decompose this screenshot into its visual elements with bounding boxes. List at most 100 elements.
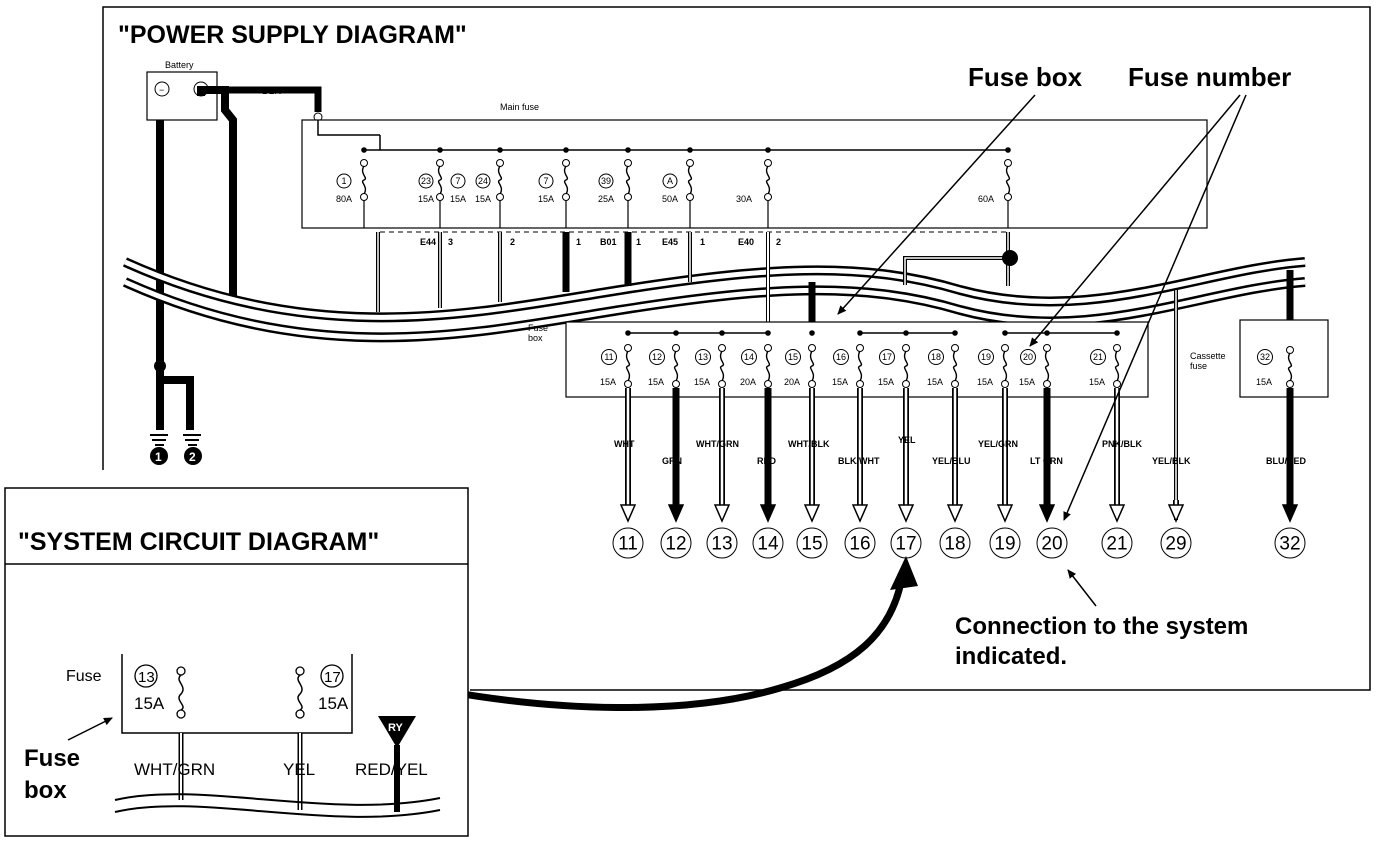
main-fuse-number-ring <box>475 173 491 189</box>
terminal-29: 29 <box>1165 534 1186 555</box>
main-fuse-amp: 15A <box>538 194 554 204</box>
box-fuse-number: 13 <box>698 352 708 362</box>
wire-12-arrowhead <box>667 504 685 523</box>
battery-positive-cable <box>197 86 237 298</box>
main-fuse-number: 1 <box>341 176 346 186</box>
box-fuse-glyph-bottom <box>1113 380 1121 388</box>
box-fuse-glyph-bottom <box>672 380 680 388</box>
inset-ry-label: RY <box>388 722 404 734</box>
box-bus-node <box>1114 330 1120 336</box>
main-fuse-glyph-bottom <box>562 193 570 201</box>
box-fuse-glyph-bottom <box>902 380 910 388</box>
box-bus-node <box>903 330 909 336</box>
wire-label: YEL/BLK <box>1152 456 1191 466</box>
link-arrow-head-b <box>890 556 918 590</box>
battery-wire-label: BLK <box>262 86 281 97</box>
wire-label: GRN <box>662 456 682 466</box>
callout-fuse-number-leader-1 <box>1029 94 1241 347</box>
battery-negative-cable <box>156 120 194 430</box>
wire-label: BLK/WHT <box>838 456 880 466</box>
terminal-16: 16 <box>849 534 870 555</box>
connector-name: B01 <box>600 237 617 247</box>
main-bus-node <box>497 147 503 153</box>
main-fuse-amp: 60A <box>978 194 994 204</box>
box-fuse-glyph-element <box>625 350 631 382</box>
callout-fuse-number-leader-2 <box>1063 94 1247 521</box>
main-fuse-glyph-element <box>687 165 693 195</box>
cassette-fuse: 32 15A <box>1256 346 1294 388</box>
box-fuse-amp: 20A <box>784 377 800 387</box>
terminal-13-ring <box>706 527 738 559</box>
connector-name: E40 <box>738 237 754 247</box>
cassette-fuse-amp: 15A <box>1256 377 1272 387</box>
connector-name: E44 <box>420 237 436 247</box>
inset-fuse-b-amp: 15A <box>318 694 349 713</box>
cassette-fuse-glyph-element <box>1287 352 1293 382</box>
main-fuse-amp: 50A <box>662 194 678 204</box>
box-bus-node <box>1044 330 1050 336</box>
box-fuse-amp: 15A <box>694 377 710 387</box>
box-fuse-amp: 15A <box>977 377 993 387</box>
terminal-18-ring <box>939 527 971 559</box>
box-fuse-glyph-bottom <box>764 380 772 388</box>
terminal-14: 14 <box>757 534 779 555</box>
box-bus-node <box>809 330 815 336</box>
box-fuse-number-ring <box>695 349 711 365</box>
system-circuit-title: "SYSTEM CIRCUIT DIAGRAM" <box>18 528 379 556</box>
main-fuse-number-ring <box>538 173 554 189</box>
terminal-14-ring <box>752 527 784 559</box>
main-fuse-glyph-top <box>764 159 772 167</box>
box-fuse-glyph-element <box>952 350 958 382</box>
main-bus-node <box>361 147 367 153</box>
terminal-20: 20 <box>1041 534 1062 555</box>
main-fuse-glyph-top <box>624 159 632 167</box>
box-fuse-glyph-top <box>764 344 772 352</box>
box-fuse-amp: 15A <box>1089 377 1105 387</box>
box-fuse-number-ring <box>741 349 757 365</box>
connection-leader <box>1067 569 1097 607</box>
box-bus-node <box>952 330 958 336</box>
main-fuse-number: 7 <box>543 176 548 186</box>
main-fuse-number: 7 <box>455 176 460 186</box>
callout-fuse-number: Fuse number <box>1128 62 1291 92</box>
box-fuse-number: 21 <box>1093 352 1103 362</box>
ground-1: 1 <box>150 434 168 465</box>
main-fuse-glyph-top <box>686 159 694 167</box>
callout-fuse-box-leader <box>837 94 1036 315</box>
box-bus-node <box>673 330 679 336</box>
box-fuse-number-ring <box>879 349 895 365</box>
box-fuse-amp: 15A <box>832 377 848 387</box>
main-fuse-glyph-bottom <box>496 193 504 201</box>
battery-blk-wire <box>225 86 322 112</box>
wire-18-arrowhead <box>946 504 964 523</box>
box-fuse-number: 15 <box>788 352 798 362</box>
wire-15-arrowhead <box>803 504 821 523</box>
cassette-fuse-glyph-top <box>1286 346 1294 354</box>
box-fuse-glyph-bottom <box>1001 380 1009 388</box>
main-fuse-box <box>301 119 1208 229</box>
main-fuse-glyph-bottom <box>436 193 444 201</box>
cassette-fuse-box <box>1239 319 1329 398</box>
box-fuse-glyph-bottom <box>718 380 726 388</box>
main-fuse-glyph-bottom <box>360 193 368 201</box>
main-fuse-bus <box>317 120 1010 151</box>
cassette-fuse-number: 32 <box>1260 352 1270 362</box>
connector-pin: 1 <box>700 237 705 247</box>
box-fuse-glyph-element <box>1114 350 1120 382</box>
wire-label: YEL/BLU <box>932 456 971 466</box>
box-fuse-glyph-element <box>673 350 679 382</box>
box-fuse-glyph-element <box>903 350 909 382</box>
wire-label: RED <box>757 456 777 466</box>
battery-label: Battery <box>165 60 194 70</box>
box-fuse-glyph-top <box>672 344 680 352</box>
harness-band-bottom-inner <box>123 279 1306 340</box>
main-fuse-amp: 30A <box>736 194 752 204</box>
callout-fuse-box: Fuse box <box>968 62 1083 92</box>
wire-17-arrowhead <box>897 504 915 523</box>
main-fuse-glyph-bottom <box>764 193 772 201</box>
box-fuse-glyph-element <box>809 350 815 382</box>
